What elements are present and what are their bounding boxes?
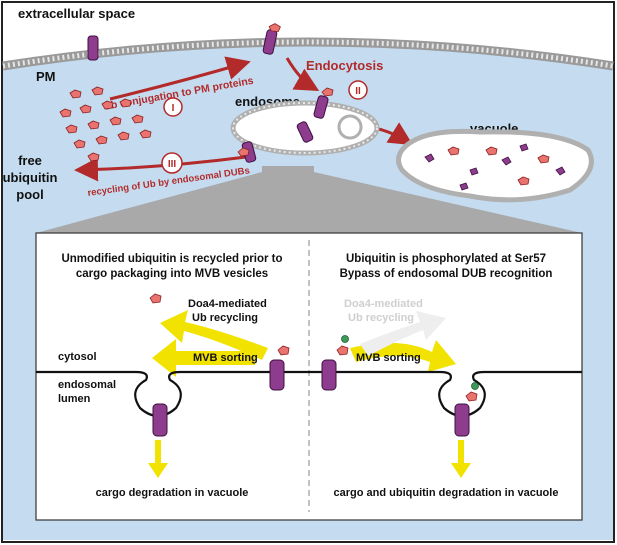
endocytosis-label: Endocytosis <box>306 58 383 73</box>
dub-recycling-arrow <box>74 155 247 182</box>
endosome-vesicle <box>337 114 363 140</box>
step-III: III <box>161 152 183 174</box>
zoom-funnel <box>36 172 582 233</box>
step-II: II <box>348 80 368 100</box>
free-pool-label-1: free <box>18 153 42 168</box>
right-recycling-label-1: Doa4-mediated <box>344 298 423 310</box>
pm-label: PM <box>36 69 56 84</box>
lumen-label-2: lumen <box>58 393 91 405</box>
left-title-2: cargo packaging into MVB vesicles <box>76 268 268 280</box>
extracellular-space <box>3 3 613 68</box>
endosomal-membrane <box>36 370 582 418</box>
step-I: I <box>163 97 183 117</box>
vacuole <box>396 128 594 203</box>
left-title-1: Unmodified ubiquitin is recycled prior t… <box>61 253 282 265</box>
free-ubiquitin-pool <box>59 86 152 162</box>
right-recycling-label-2: Ub recycling <box>348 312 414 324</box>
cytosol-label: cytosol <box>58 351 97 363</box>
right-title-1: Ubiquitin is phosphorylated at Ser57 <box>346 253 546 265</box>
svg-text:III: III <box>168 159 177 170</box>
endosome-cargo <box>237 87 334 163</box>
right-result-label: cargo and ubiquitin degradation in vacuo… <box>334 487 559 499</box>
free-pool-label-3: pool <box>16 187 43 202</box>
left-result-label: cargo degradation in vacuole <box>96 487 249 499</box>
right-down-arrow <box>451 440 471 478</box>
left-recycling-yellow-arrow <box>160 310 268 360</box>
left-free-ubiquitin <box>149 293 162 304</box>
conjugation-arrow <box>109 56 251 101</box>
phospho-group-icon <box>341 335 349 343</box>
svg-text:II: II <box>355 86 361 97</box>
pm-cargo-left <box>87 35 99 61</box>
right-vesicle-cargo <box>454 382 479 437</box>
left-recycling-label-2: Ub recycling <box>192 312 258 324</box>
right-mvb-sorting-label: MVB sorting <box>356 352 421 364</box>
pm-cargo-ubiquitinated <box>262 23 281 55</box>
vacuole-contents <box>424 143 566 191</box>
svg-text:I: I <box>172 103 175 114</box>
left-down-arrow <box>148 440 168 478</box>
phospho-group-icon <box>471 382 479 390</box>
left-recycling-label-1: Doa4-mediated <box>188 298 267 310</box>
left-mvb-yellow-arrow <box>152 339 255 377</box>
right-title-2: Bypass of endosomal DUB recognition <box>340 268 553 280</box>
free-pool-label-2: ubiquitin <box>3 170 58 185</box>
extracellular-label: extracellular space <box>18 6 135 21</box>
left-mvb-sorting-label: MVB sorting <box>193 352 258 364</box>
left-vesicle-cargo <box>152 403 168 437</box>
right-recycling-faded-arrow <box>360 311 446 356</box>
right-membrane-cargo <box>321 335 349 391</box>
endocytosis-arrow <box>285 57 320 91</box>
left-membrane-cargo <box>269 345 290 391</box>
lumen-label-1: endosomal <box>58 379 116 391</box>
